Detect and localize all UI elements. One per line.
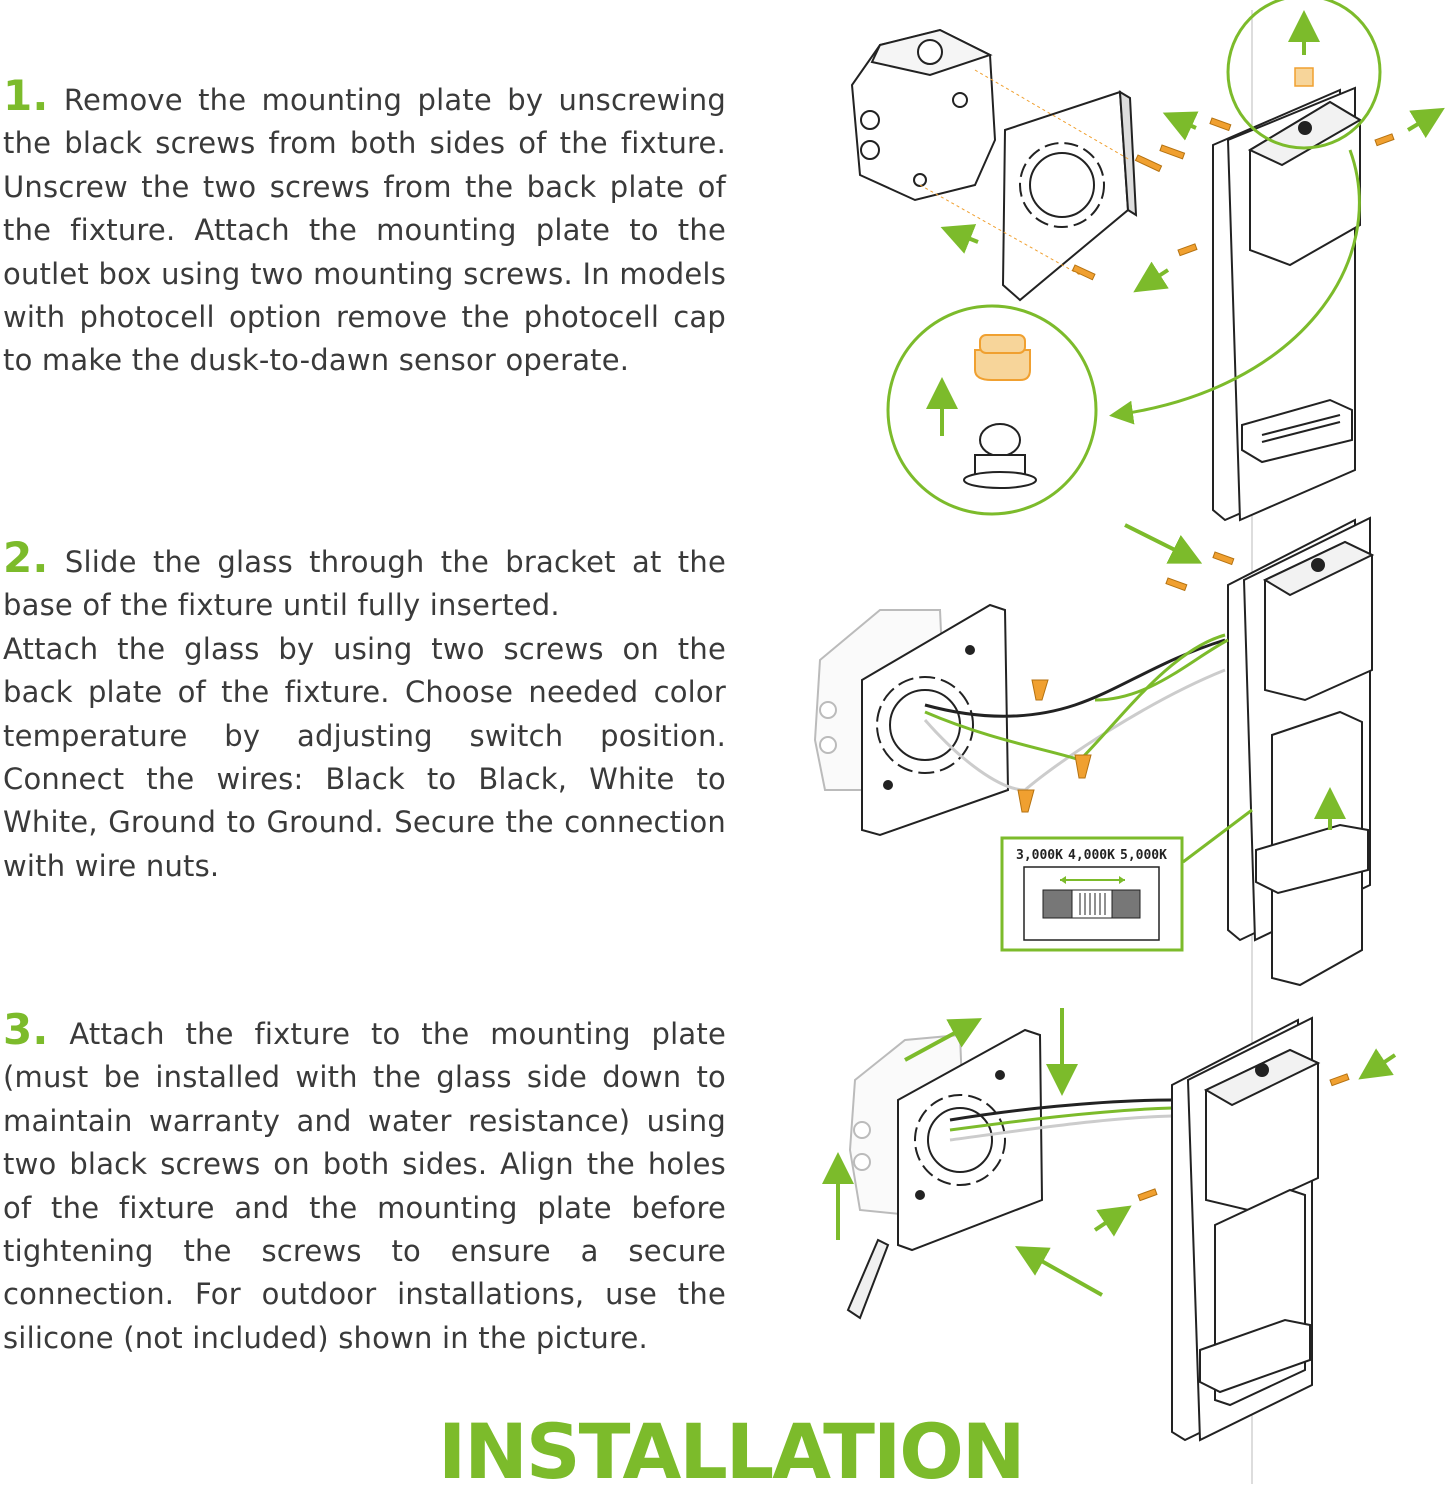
installation-title: INSTALLATION [438, 1407, 1025, 1496]
step-2: 2. Slide the glass through the bracket a… [3, 536, 726, 888]
step-3-text: Attach the fixture to the mounting plate… [3, 1017, 726, 1355]
cct-option-4000k: 4,000K [1068, 848, 1115, 863]
wire-nut-icons [1017, 679, 1092, 813]
stage-3-illustration [822, 1008, 1397, 1442]
mounting-plate-icon [1001, 90, 1138, 302]
cct-option-3000k: 3,000K [1016, 848, 1063, 863]
photocell-zoom-circle [1226, 0, 1382, 150]
step-3-number: 3. [3, 1005, 49, 1054]
fixture-icon [1212, 86, 1362, 522]
step-2-number: 2. [3, 533, 49, 582]
step-1: 1. Remove the mounting plate by unscrewi… [3, 74, 726, 383]
fixture-icon-2 [1227, 516, 1375, 987]
screw-icons [1071, 117, 1395, 281]
photocell-detail [886, 304, 1098, 516]
step-1-text: Remove the mounting plate by unscrewing … [3, 83, 726, 378]
cct-switch-panel: 3,000K 4,000K 5,000K [1000, 836, 1184, 952]
cct-option-5000k: 5,000K [1120, 848, 1167, 863]
fixture-icon-3 [1171, 1016, 1321, 1442]
step-2-text-continued: Attach the glass by using two screws on … [3, 631, 726, 883]
stage-1-illustration [850, 0, 1445, 522]
step-1-number: 1. [3, 71, 49, 120]
stage-2-illustration: 3,000K 4,000K 5,000K [813, 516, 1375, 987]
direction-arrows [940, 107, 1445, 293]
step-2-text: Slide the glass through the bracket at t… [3, 545, 726, 623]
outlet-box-icon [850, 28, 997, 202]
step-3: 3. Attach the fixture to the mounting pl… [3, 1008, 726, 1360]
cct-switch-slider [1071, 889, 1113, 919]
silicone-tube-icon [846, 1238, 890, 1320]
